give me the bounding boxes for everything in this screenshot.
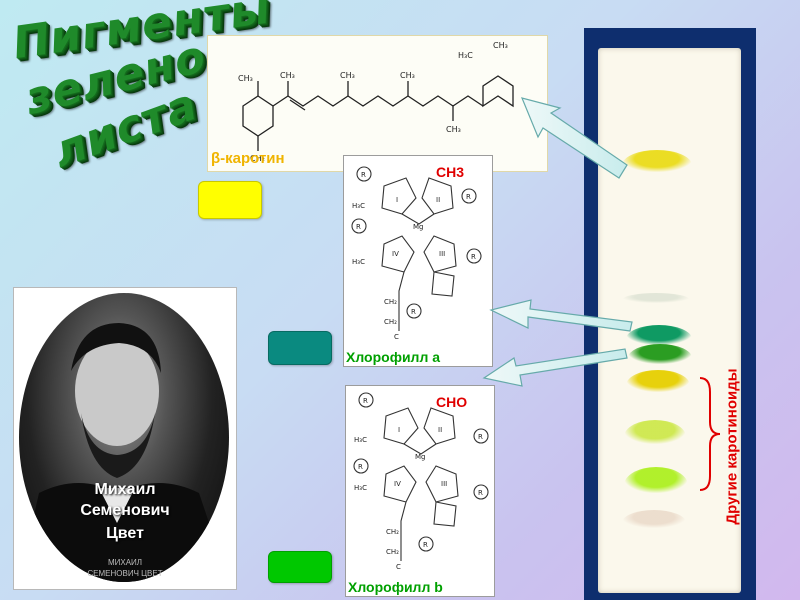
carotene-color-swatch — [198, 181, 262, 219]
chlorophyll-a-substituent: CH3 — [436, 164, 465, 180]
carotene-structure-panel: CH₃ CH₂ CH₃ CH₃ CH₃ CH₃ H₃C CH₃ β-каротин — [207, 35, 548, 172]
svg-text:CH₃: CH₃ — [340, 71, 355, 80]
arrow-to-chlorophyll-a — [489, 299, 633, 332]
carotenoids-brace — [699, 377, 721, 491]
svg-text:I: I — [396, 196, 398, 204]
svg-text:R: R — [363, 397, 368, 405]
band-chlorophyll-a — [626, 325, 692, 345]
arrow-to-carotene — [520, 97, 628, 179]
svg-text:CH₂: CH₂ — [386, 548, 399, 556]
carotene-label: β-каротин — [211, 150, 285, 167]
arrow-to-chlorophyll-b — [482, 348, 628, 387]
carotene-structure-diagram: CH₃ CH₂ CH₃ CH₃ CH₃ CH₃ H₃C CH₃ — [238, 41, 514, 163]
chlorophyll-b-label: Хлорофилл b — [348, 579, 443, 595]
svg-text:R: R — [356, 223, 361, 231]
svg-text:II: II — [438, 426, 442, 434]
band-xanthophyll — [626, 370, 690, 392]
band-carotene — [622, 150, 692, 172]
svg-text:R: R — [361, 171, 366, 179]
svg-text:CH₂: CH₂ — [386, 528, 399, 536]
svg-text:CH₃: CH₃ — [493, 41, 508, 50]
portrait-caption-line-1: МИХАИЛ — [107, 558, 143, 567]
svg-text:Mg: Mg — [413, 223, 423, 231]
portrait-figure — [19, 323, 229, 582]
svg-text:CH₃: CH₃ — [280, 71, 295, 80]
svg-text:R: R — [471, 253, 476, 261]
svg-text:IV: IV — [392, 250, 399, 258]
svg-text:H₃C: H₃C — [352, 202, 365, 210]
portrait-frame: Михаил Семенович Цвет МИХАИЛ СЕМЕНОВИЧ Ц… — [13, 287, 237, 590]
svg-text:R: R — [358, 463, 363, 471]
svg-text:C: C — [396, 563, 401, 571]
svg-text:H₃C: H₃C — [354, 484, 367, 492]
svg-text:II: II — [436, 196, 440, 204]
svg-text:R: R — [423, 541, 428, 549]
svg-text:R: R — [478, 489, 483, 497]
portrait-caption-line-2: СЕМЕНОВИЧ ЦВЕТ — [87, 569, 163, 578]
chlorophyll-a-color-swatch — [268, 331, 332, 365]
svg-text:H₃C: H₃C — [352, 258, 365, 266]
svg-text:CH₃: CH₃ — [238, 74, 253, 83]
portrait-name-line-3: Цвет — [106, 525, 144, 542]
band-faint — [622, 293, 690, 303]
chlorophyll-a-label: Хлорофилл a — [346, 349, 441, 365]
svg-text:H₃C: H₃C — [458, 51, 473, 60]
band-faint-bottom — [622, 510, 686, 528]
chlorophyll-b-substituent: CHO — [436, 394, 468, 410]
svg-text:I: I — [398, 426, 400, 434]
svg-text:III: III — [441, 480, 447, 488]
portrait-photo — [19, 293, 229, 582]
svg-text:C: C — [394, 333, 399, 341]
svg-text:CH₂: CH₂ — [250, 154, 265, 163]
portrait-name-line-1: Михаил — [94, 481, 156, 498]
svg-text:IV: IV — [394, 480, 401, 488]
svg-text:CH₂: CH₂ — [384, 298, 397, 306]
svg-text:R: R — [411, 308, 416, 316]
portrait-name-line-2: Семенович — [80, 502, 170, 519]
band-carotenoid-2 — [624, 467, 688, 493]
svg-text:III: III — [439, 250, 445, 258]
band-chlorophyll-b — [628, 344, 692, 364]
svg-text:CH₂: CH₂ — [384, 318, 397, 326]
svg-text:H₃C: H₃C — [354, 436, 367, 444]
svg-text:R: R — [478, 433, 483, 441]
chlorophyll-b-color-swatch — [268, 551, 332, 583]
band-carotenoid-1 — [624, 420, 686, 444]
svg-text:R: R — [466, 193, 471, 201]
svg-text:CH₃: CH₃ — [400, 71, 415, 80]
svg-text:CH₃: CH₃ — [446, 125, 461, 134]
svg-text:Mg: Mg — [415, 453, 425, 461]
